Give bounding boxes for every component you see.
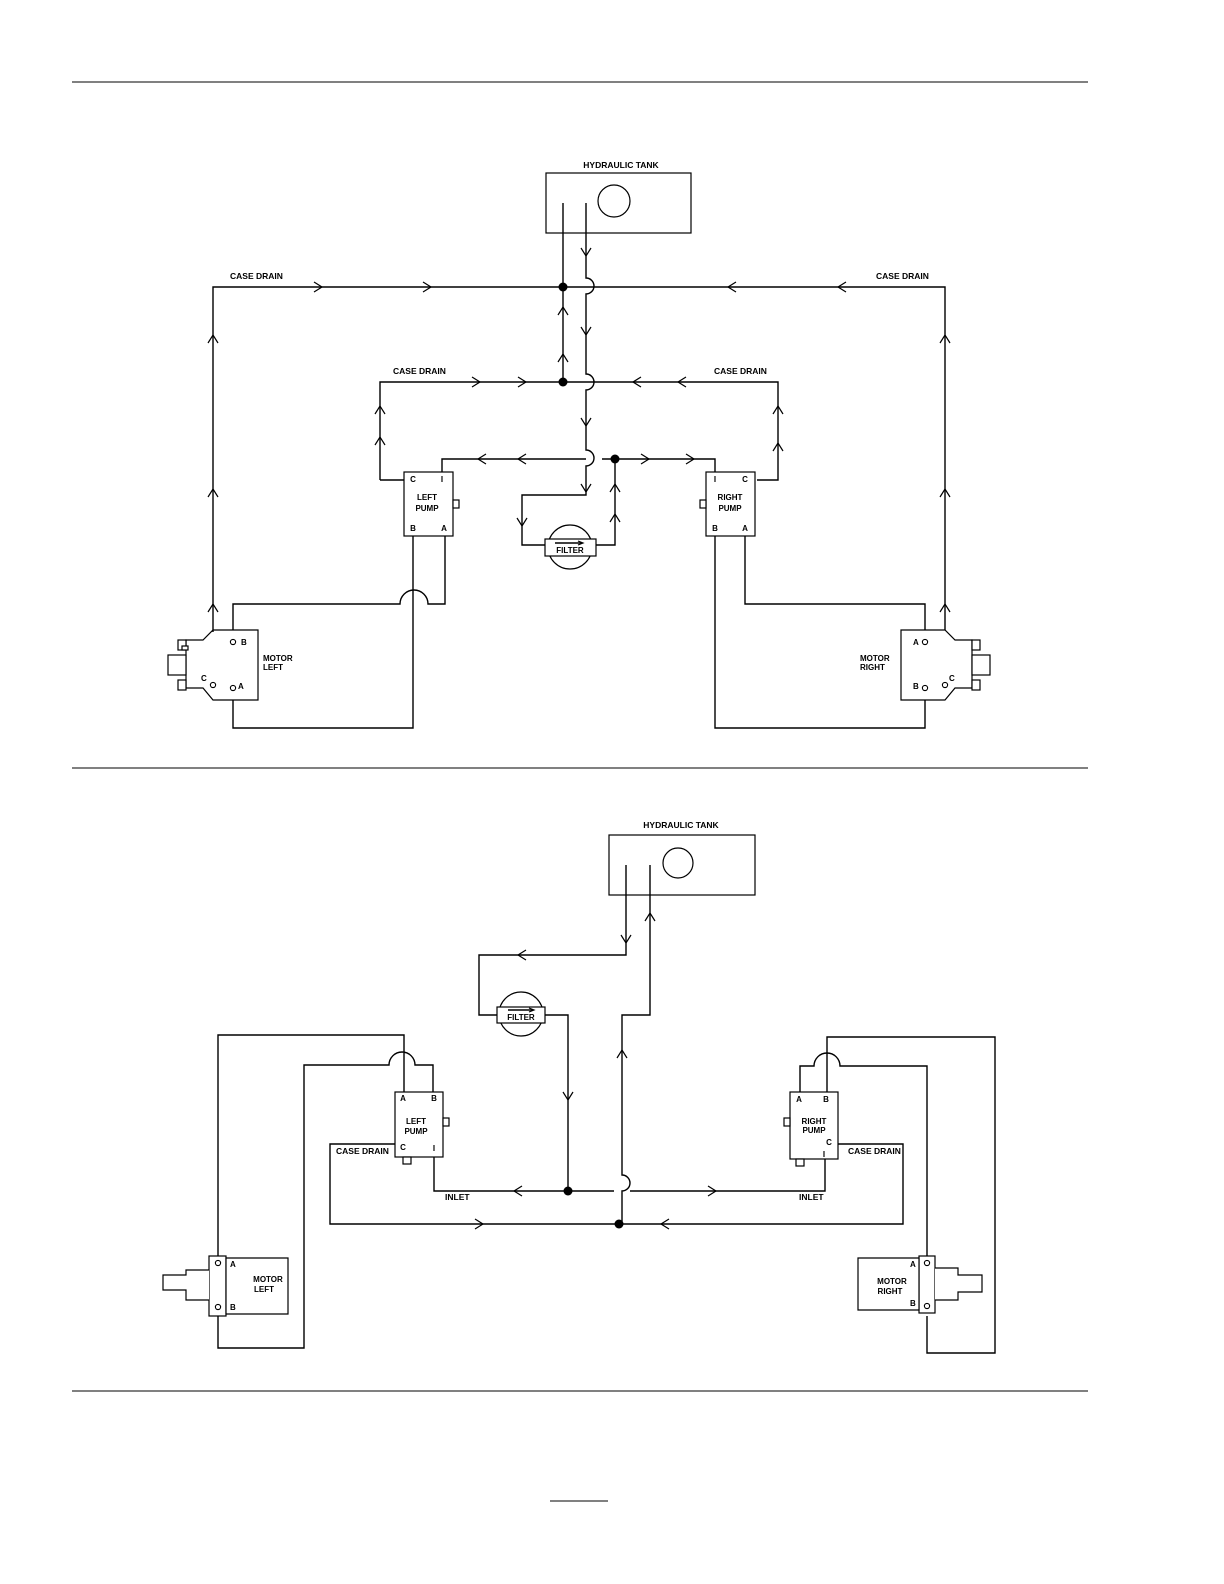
svg-text:A: A	[238, 682, 244, 691]
bottom-inlet-right: INLET	[799, 1192, 824, 1202]
svg-text:B: B	[230, 1303, 236, 1312]
bottom-filter-label: FILTER	[507, 1013, 535, 1022]
top-case-drain-outer-left: CASE DRAIN	[230, 271, 283, 281]
top-left-pump: C I LEFT PUMP B A	[404, 472, 459, 536]
svg-text:C: C	[826, 1138, 832, 1147]
svg-text:C: C	[742, 475, 748, 484]
bottom-inlet-left: INLET	[445, 1192, 470, 1202]
svg-text:A: A	[796, 1095, 802, 1104]
svg-text:MOTOR: MOTOR	[263, 654, 293, 663]
bottom-left-pump: A B LEFT PUMP C I	[395, 1092, 449, 1164]
svg-text:A: A	[742, 524, 748, 533]
bottom-motor-left: A B MOTOR LEFT	[163, 1256, 288, 1316]
svg-text:A: A	[910, 1260, 916, 1269]
top-motor-left: B C A MOTOR LEFT	[168, 605, 293, 700]
svg-text:A: A	[400, 1094, 406, 1103]
svg-text:B: B	[241, 638, 247, 647]
svg-text:LEFT: LEFT	[263, 663, 283, 672]
svg-text:I: I	[823, 1150, 825, 1159]
bottom-motor-right: A B MOTOR RIGHT	[858, 1256, 982, 1313]
top-filter-label: FILTER	[556, 546, 584, 555]
svg-text:MOTOR: MOTOR	[877, 1277, 907, 1286]
top-motor-right: A B C MOTOR RIGHT	[860, 630, 990, 700]
svg-text:PUMP: PUMP	[415, 504, 439, 513]
svg-text:RIGHT: RIGHT	[860, 663, 885, 672]
svg-text:B: B	[712, 524, 718, 533]
svg-text:RIGHT: RIGHT	[802, 1117, 827, 1126]
top-right-pump: I C RIGHT PUMP B A	[700, 472, 755, 536]
svg-text:A: A	[441, 524, 447, 533]
top-case-drain-inner-right: CASE DRAIN	[714, 366, 767, 376]
bottom-case-drain-right: CASE DRAIN	[848, 1146, 901, 1156]
svg-text:PUMP: PUMP	[404, 1127, 428, 1136]
svg-text:B: B	[823, 1095, 829, 1104]
top-filter: FILTER	[545, 525, 596, 569]
svg-text:RIGHT: RIGHT	[878, 1287, 903, 1296]
bottom-flow-arrows	[475, 913, 716, 1229]
bottom-tank-label: HYDRAULIC TANK	[643, 820, 719, 830]
bottom-right-pump: A B RIGHT PUMP C I	[784, 1092, 838, 1166]
svg-text:B: B	[910, 1299, 916, 1308]
top-case-drain-outer-right: CASE DRAIN	[876, 271, 929, 281]
svg-text:C: C	[410, 475, 416, 484]
svg-text:I: I	[714, 475, 716, 484]
svg-text:C: C	[201, 674, 207, 683]
svg-text:B: B	[431, 1094, 437, 1103]
bottom-filter: FILTER	[497, 992, 545, 1036]
svg-text:B: B	[410, 524, 416, 533]
svg-text:A: A	[230, 1260, 236, 1269]
bottom-diagram: HYDRAULIC TANK FILTER A	[163, 820, 995, 1353]
svg-text:PUMP: PUMP	[718, 504, 742, 513]
top-diagram: HYDRAULIC TANK FILTER	[168, 160, 990, 728]
bottom-tank-gauge	[663, 848, 693, 878]
bottom-case-drain-left: CASE DRAIN	[336, 1146, 389, 1156]
svg-text:LEFT: LEFT	[254, 1285, 274, 1294]
svg-text:C: C	[400, 1143, 406, 1152]
svg-text:PUMP: PUMP	[802, 1126, 826, 1135]
top-tank-gauge	[598, 185, 630, 217]
svg-text:LEFT: LEFT	[417, 493, 437, 502]
svg-text:C: C	[949, 674, 955, 683]
svg-text:A: A	[913, 638, 919, 647]
bottom-hydraulic-tank: HYDRAULIC TANK	[609, 820, 755, 895]
top-hydraulic-tank: HYDRAULIC TANK	[546, 160, 691, 233]
svg-text:B: B	[913, 682, 919, 691]
svg-text:RIGHT: RIGHT	[718, 493, 743, 502]
svg-text:I: I	[441, 475, 443, 484]
svg-text:LEFT: LEFT	[406, 1117, 426, 1126]
top-tank-label: HYDRAULIC TANK	[583, 160, 659, 170]
svg-text:MOTOR: MOTOR	[860, 654, 890, 663]
svg-text:I: I	[433, 1144, 435, 1153]
svg-text:MOTOR: MOTOR	[253, 1275, 283, 1284]
top-case-drain-inner-left: CASE DRAIN	[393, 366, 446, 376]
